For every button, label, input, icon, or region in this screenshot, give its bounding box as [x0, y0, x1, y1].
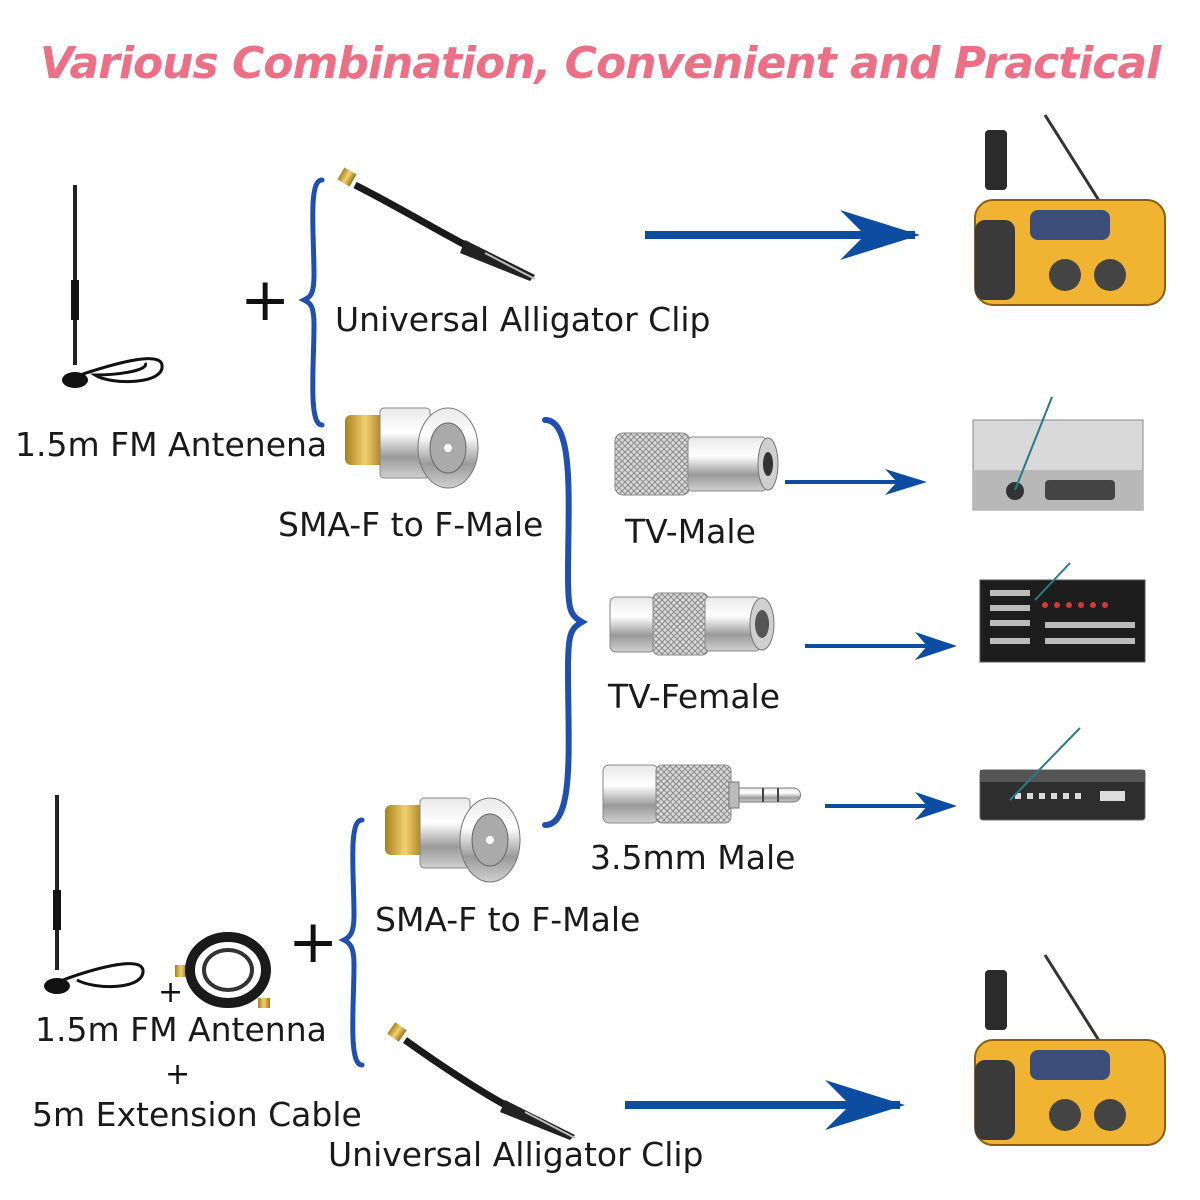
arrow-right-icon — [805, 632, 957, 660]
brace-top — [298, 177, 325, 428]
stereo-receiver-icon — [979, 562, 1146, 663]
extension-cable-label: 5m Extension Cable — [32, 1095, 362, 1134]
plus-small: + — [165, 1057, 191, 1092]
plus-small: + — [158, 975, 184, 1010]
mm35-adapter-icon — [602, 764, 801, 824]
antenna-icon — [44, 795, 145, 994]
brace-bottom — [338, 817, 365, 1068]
arrow-right-icon — [645, 210, 920, 260]
arrow-right-icon — [625, 1080, 905, 1130]
bottom-sma-label: SMA-F to F-Male — [375, 900, 641, 939]
tv-male-label: TV-Male — [625, 512, 756, 551]
alligator-clip-icon — [337, 167, 536, 281]
plus-sign: + — [240, 265, 291, 335]
bottom-alligator-label: Universal Alligator Clip — [328, 1135, 704, 1174]
arrow-right-icon — [785, 469, 927, 495]
page-title: Various Combination, Convenient and Prac… — [39, 38, 1161, 89]
top-antenna-label: 1.5m FM Antenena — [15, 425, 328, 464]
brace-middle — [542, 417, 588, 828]
sma-adapter-icon — [345, 407, 479, 489]
set-top-box-icon — [979, 727, 1146, 821]
top-alligator-label: Universal Alligator Clip — [335, 300, 711, 339]
top-sma-label: SMA-F to F-Male — [278, 505, 544, 544]
crank-radio-icon — [974, 114, 1166, 306]
alligator-clip-icon — [387, 1022, 576, 1140]
sma-adapter-icon — [385, 797, 521, 883]
crank-radio-icon — [974, 954, 1166, 1146]
extension-cable-icon — [175, 932, 271, 1008]
tv-female-label: TV-Female — [608, 677, 781, 716]
tv-male-adapter-icon — [614, 432, 779, 496]
mm35-label: 3.5mm Male — [590, 838, 796, 877]
set-top-box-icon — [972, 396, 1144, 511]
plus-sign: + — [288, 907, 339, 977]
antenna-icon — [62, 185, 164, 388]
arrow-right-icon — [825, 792, 957, 820]
bottom-antenna-label: 1.5m FM Antenna — [35, 1010, 327, 1049]
tv-female-adapter-icon — [609, 592, 775, 656]
